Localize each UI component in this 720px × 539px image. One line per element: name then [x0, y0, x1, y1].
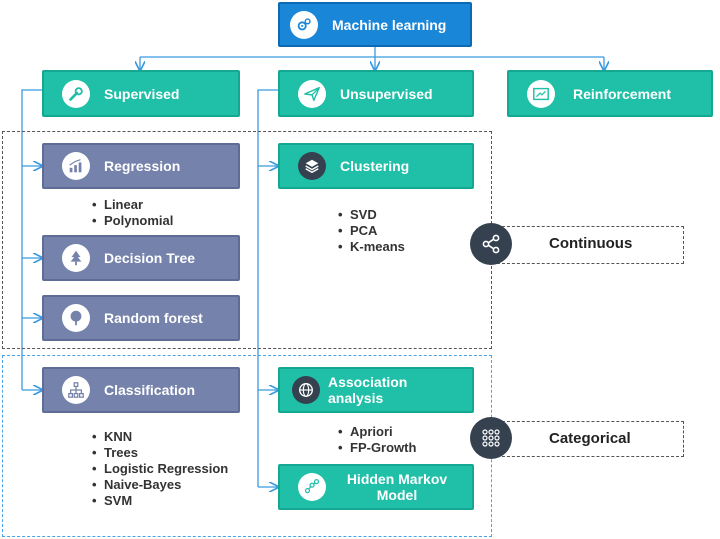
clustering-label: Clustering — [340, 158, 410, 174]
categorical-tag-frame — [492, 421, 684, 457]
gears-icon — [290, 10, 318, 39]
unsupervised-label: Unsupervised — [340, 85, 433, 102]
list-item: SVM — [92, 493, 228, 509]
list-item: FP-Growth — [338, 440, 416, 456]
list-item: Polynomial — [92, 213, 173, 229]
share-icon — [482, 234, 500, 254]
clustering-node[interactable]: Clustering — [278, 143, 474, 189]
categorical-label: Categorical — [549, 430, 631, 447]
list-item: Naive-Bayes — [92, 477, 228, 493]
hierarchy-icon — [62, 376, 90, 404]
globe-icon — [292, 376, 320, 404]
classification-node[interactable]: Classification — [42, 367, 240, 413]
random-forest-label: Random forest — [104, 310, 203, 326]
machine-learning-node[interactable]: Machine learning — [278, 2, 472, 47]
regression-label: Regression — [104, 158, 181, 174]
layers-icon — [298, 152, 326, 180]
hidden-markov-model-label: Hidden Markov Model — [346, 471, 448, 503]
list-item: Trees — [92, 445, 228, 461]
classification-label: Classification — [104, 382, 196, 398]
dot-grid-icon — [482, 429, 500, 447]
continuous-label: Continuous — [549, 235, 633, 252]
list-item: KNN — [92, 429, 228, 445]
chart-screen-icon — [527, 79, 555, 108]
association-analysis-node[interactable]: Association analysis — [278, 367, 474, 413]
association-list: Apriori FP-Growth — [338, 424, 416, 456]
reinforcement-label: Reinforcement — [573, 85, 672, 102]
regression-node[interactable]: Regression — [42, 143, 240, 189]
continuous-tag-frame — [492, 226, 684, 264]
list-item: K-means — [338, 239, 405, 255]
unsupervised-node[interactable]: Unsupervised — [278, 70, 474, 117]
classification-list: KNN Trees Logistic Regression Naive-Baye… — [92, 429, 228, 509]
reinforcement-node[interactable]: Reinforcement — [507, 70, 713, 117]
decision-tree-node[interactable]: Decision Tree — [42, 235, 240, 281]
bar-chart-icon — [62, 152, 90, 180]
regression-list: Linear Polynomial — [92, 197, 173, 229]
clustering-list: SVD PCA K-means — [338, 207, 405, 255]
list-item: Linear — [92, 197, 173, 213]
supervised-label: Supervised — [104, 85, 180, 102]
decision-tree-label: Decision Tree — [104, 250, 196, 266]
nodes-icon — [298, 473, 326, 501]
list-item: SVD — [338, 207, 405, 223]
association-analysis-label: Association analysis — [328, 374, 408, 406]
random-forest-node[interactable]: Random forest — [42, 295, 240, 341]
machine-learning-label: Machine learning — [332, 16, 447, 33]
list-item: Apriori — [338, 424, 416, 440]
paper-plane-icon — [298, 79, 326, 108]
supervised-node[interactable]: Supervised — [42, 70, 240, 117]
tree-icon — [62, 244, 90, 272]
hidden-markov-model-node[interactable]: Hidden Markov Model — [278, 464, 474, 510]
round-tree-icon — [62, 304, 90, 332]
categorical-tag-icon — [470, 417, 512, 459]
list-item: Logistic Regression — [92, 461, 228, 477]
list-item: PCA — [338, 223, 405, 239]
wrench-icon — [62, 79, 90, 108]
continuous-tag-icon — [470, 223, 512, 265]
